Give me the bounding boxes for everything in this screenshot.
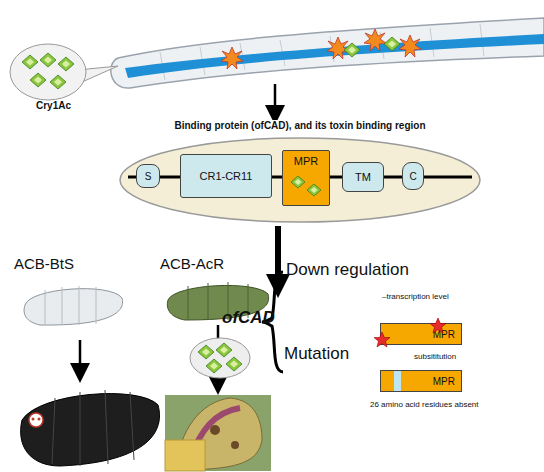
bracket <box>262 272 283 372</box>
node-label: C <box>409 171 416 182</box>
binding-protein-ellipse: Binding protein (ofCAD), and its toxin b… <box>118 122 482 224</box>
gene-label: ofCAD <box>222 308 275 328</box>
cadherin-repeat-box: CR1-CR11 <box>180 154 272 198</box>
mpr-deletion-bar: MPR <box>380 370 462 392</box>
mutation-star <box>374 332 390 347</box>
resistant-larva <box>167 285 268 320</box>
skull-symbol <box>29 413 43 427</box>
node-label: TM <box>355 171 371 183</box>
strain-label: ACB-AcR <box>160 255 224 272</box>
node-label: MPR <box>294 155 318 167</box>
larva-body <box>111 18 544 88</box>
strain-label: ACB-BtS <box>14 255 74 272</box>
mpr-substitution-bar: MPR <box>380 323 462 345</box>
node-label: MPR <box>433 376 455 387</box>
toxin-burst <box>221 47 243 69</box>
toxin-crystal <box>291 176 305 188</box>
note-label: subsititution <box>414 352 456 361</box>
node-label: CR1-CR11 <box>200 170 253 182</box>
note-label: 26 amino acid residues absent <box>370 400 479 409</box>
toxin-burst <box>364 29 386 51</box>
toxin-crystal <box>307 184 321 196</box>
mechanism-label: Mutation <box>284 344 349 364</box>
mechanism-label: Down regulation <box>286 260 409 280</box>
toxin-bubble <box>10 44 86 100</box>
node-label: S <box>145 171 152 182</box>
toxin-crystal <box>384 37 400 51</box>
node-label: MPR <box>433 329 455 340</box>
toxin-bubble <box>190 338 250 378</box>
dead-larva <box>21 394 160 466</box>
note-label: –transcription level <box>382 292 449 301</box>
toxin-crystal <box>344 43 360 57</box>
signal-box: S <box>136 164 160 188</box>
susceptible-larva <box>24 289 123 325</box>
toxin-label: Cry1Ac <box>36 100 71 111</box>
deletion-gap <box>394 371 401 391</box>
larva-gut <box>125 34 544 78</box>
flow-arrow <box>274 84 277 120</box>
damaged-corn-photo <box>165 395 271 471</box>
mpr-box: MPR <box>282 150 330 206</box>
cytoplasmic-box: C <box>402 162 424 190</box>
transmembrane-box: TM <box>342 162 384 192</box>
mutation-star <box>430 318 446 333</box>
toxin-burst <box>399 35 421 57</box>
node-heading: Binding protein (ofCAD), and its toxin b… <box>172 120 427 131</box>
flow-arrow <box>79 340 82 378</box>
